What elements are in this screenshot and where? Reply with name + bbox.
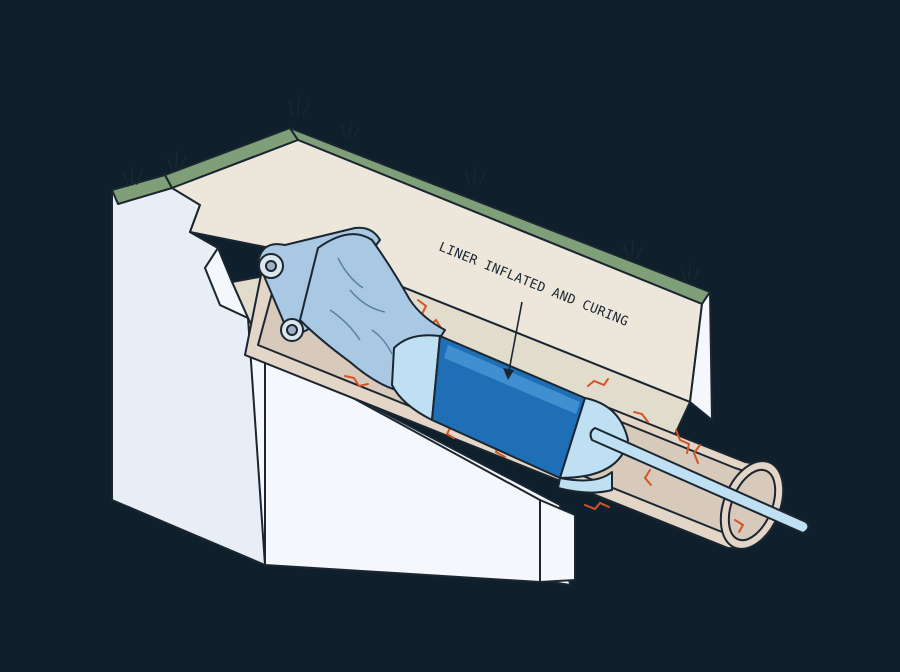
soil-front-right <box>539 499 576 583</box>
callout-leader <box>507 301 523 377</box>
inflated-bladder <box>391 334 629 494</box>
pipe-cracks <box>344 299 745 533</box>
grass-tufts <box>123 94 700 281</box>
hose-icon <box>589 427 810 534</box>
trench-end-wall <box>689 291 713 421</box>
soil-block <box>111 174 576 586</box>
callout-arrowhead <box>503 368 514 380</box>
